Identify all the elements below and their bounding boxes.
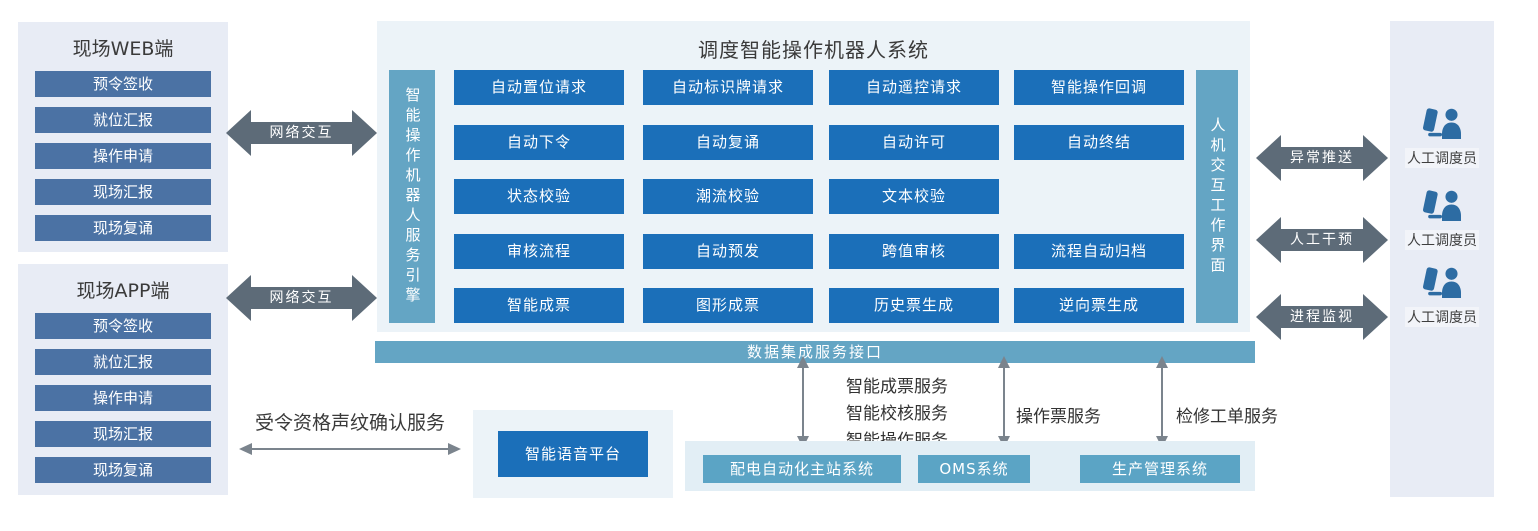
system-node-distribution-automation: 配电自动化主站系统 — [703, 455, 901, 483]
network-arrow-bottom: 网络交互 — [226, 275, 377, 321]
dispatcher-icon — [1422, 108, 1461, 139]
voice-platform-node: 智能语音平台 — [498, 431, 648, 477]
web-panel-title: 现场WEB端 — [72, 38, 174, 60]
dispatcher-label: 人工调度员 — [1405, 307, 1479, 327]
web-panel: 现场WEB端 预令签收 就位汇报 操作申请 现场汇报 现场复诵 — [18, 22, 228, 252]
arrow-right-head — [1363, 217, 1388, 263]
hmi-interface-bar: 人机交互工作界面 — [1196, 70, 1238, 323]
grid-node: 跨值审核 — [829, 234, 999, 269]
grid-node: 自动终结 — [1014, 125, 1184, 160]
grid-node: 状态校验 — [454, 179, 624, 214]
smart-service-line: 智能成票服务 — [846, 377, 948, 397]
grid-node: 自动置位请求 — [454, 70, 624, 105]
dispatcher-group: 人工调度员 — [1390, 189, 1494, 250]
web-panel-item: 现场汇报 — [35, 179, 211, 205]
system-node-oms: OMS系统 — [918, 455, 1030, 483]
app-panel-item: 现场复诵 — [35, 457, 211, 483]
arrow-left-head — [1256, 217, 1281, 263]
network-arrow-top: 网络交互 — [226, 110, 377, 156]
web-panel-item: 现场复诵 — [35, 215, 211, 241]
grid-node: 自动下令 — [454, 125, 624, 160]
dispatcher-group: 人工调度员 — [1390, 107, 1494, 168]
app-panel-item: 操作申请 — [35, 385, 211, 411]
grid-node: 自动预发 — [643, 234, 813, 269]
grid-node: 潮流校验 — [643, 179, 813, 214]
network-arrow-bottom-label: 网络交互 — [251, 287, 352, 309]
manual-intervention-label: 人工干预 — [1281, 229, 1363, 251]
service-link-arrow — [1156, 356, 1168, 448]
service-link-arrow — [998, 356, 1010, 448]
app-panel-item: 就位汇报 — [35, 349, 211, 375]
smart-service-line: 智能校核服务 — [846, 404, 948, 424]
dispatcher-icon — [1422, 267, 1461, 298]
grid-node: 流程自动归档 — [1014, 234, 1184, 269]
data-integration-bar: 数据集成服务接口 — [375, 341, 1255, 363]
manual-intervention-arrow: 人工干预 — [1256, 217, 1388, 263]
operation-ticket-service-label: 操作票服务 — [1016, 407, 1101, 427]
system-node-production-management: 生产管理系统 — [1080, 455, 1240, 483]
exception-push-label: 异常推送 — [1281, 147, 1363, 169]
arrow-left-head — [226, 110, 251, 156]
grid-node: 审核流程 — [454, 234, 624, 269]
arrow-right-head — [352, 110, 377, 156]
web-panel-item: 就位汇报 — [35, 107, 211, 133]
grid-node: 文本校验 — [829, 179, 999, 214]
dispatcher-label: 人工调度员 — [1405, 230, 1479, 250]
main-system-title: 调度智能操作机器人系统 — [698, 38, 929, 62]
grid-node: 历史票生成 — [829, 288, 999, 323]
service-engine-bar-label: 智能操作机器人服务引擎 — [403, 86, 422, 307]
dispatcher-panel: 人工调度员 人工调度员 人工调度 — [1390, 21, 1494, 497]
maintenance-order-service-label: 检修工单服务 — [1176, 407, 1278, 427]
hmi-interface-bar-label: 人机交互工作界面 — [1208, 116, 1227, 277]
web-panel-item: 预令签收 — [35, 71, 211, 97]
voice-platform-panel: 智能语音平台 — [473, 410, 673, 498]
grid-node: 智能成票 — [454, 288, 624, 323]
app-panel-title: 现场APP端 — [76, 280, 170, 302]
grid-node: 逆向票生成 — [1014, 288, 1184, 323]
voiceprint-service-arrow — [239, 443, 461, 455]
arrow-right-head — [1363, 135, 1388, 181]
arrow-right-head — [1363, 294, 1388, 340]
external-systems-panel: 配电自动化主站系统 OMS系统 生产管理系统 — [685, 441, 1255, 491]
network-arrow-top-label: 网络交互 — [251, 122, 352, 144]
arrow-left-head — [1256, 294, 1281, 340]
grid-node: 自动标识牌请求 — [643, 70, 813, 105]
app-panel: 现场APP端 预令签收 就位汇报 操作申请 现场汇报 现场复诵 — [18, 264, 228, 495]
main-system-panel: 调度智能操作机器人系统 智能操作机器人服务引擎 人机交互工作界面 自动置位请求 … — [377, 21, 1250, 332]
dispatcher-label: 人工调度员 — [1405, 148, 1479, 168]
arrow-right-head — [352, 275, 377, 321]
grid-node: 智能操作回调 — [1014, 70, 1184, 105]
dispatcher-icon — [1422, 190, 1461, 221]
grid-node: 自动遥控请求 — [829, 70, 999, 105]
grid-node: 自动许可 — [829, 125, 999, 160]
process-monitor-arrow: 进程监视 — [1256, 294, 1388, 340]
grid-node: 图形成票 — [643, 288, 813, 323]
arrow-left-head — [226, 275, 251, 321]
grid-node: 自动复诵 — [643, 125, 813, 160]
dispatcher-group: 人工调度员 — [1390, 266, 1494, 327]
exception-push-arrow: 异常推送 — [1256, 135, 1388, 181]
voiceprint-service-label: 受令资格声纹确认服务 — [254, 412, 445, 434]
app-panel-item: 现场汇报 — [35, 421, 211, 447]
web-panel-item: 操作申请 — [35, 143, 211, 169]
arrow-left-head — [1256, 135, 1281, 181]
app-panel-item: 预令签收 — [35, 313, 211, 339]
service-link-arrow — [797, 356, 809, 448]
process-monitor-label: 进程监视 — [1281, 306, 1363, 328]
service-engine-bar: 智能操作机器人服务引擎 — [389, 70, 435, 323]
